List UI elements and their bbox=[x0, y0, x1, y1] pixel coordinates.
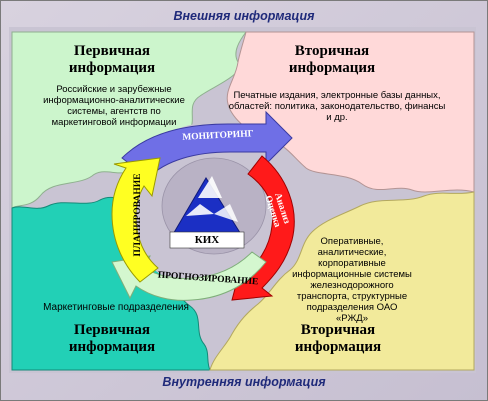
bottom-left-description: Маркетинговые подразделения bbox=[43, 302, 189, 313]
top-left-description: Российские и зарубежные информационно-ан… bbox=[43, 84, 185, 128]
forecasting-arrow bbox=[111, 251, 267, 301]
bottom-left-heading: Первичная информация bbox=[68, 322, 156, 355]
bottom-right-heading: Вторичная информация bbox=[294, 322, 382, 355]
center-label: КИХ bbox=[194, 234, 220, 246]
top-left-heading: Первичная информация bbox=[68, 43, 156, 76]
pyramid-facet-3 bbox=[214, 204, 238, 222]
top-right-heading: Вторичная информация bbox=[288, 43, 376, 76]
top-right-description: Печатные издания, электронные базы данны… bbox=[228, 90, 446, 123]
bottom-right-description: Оперативные, аналитические, корпоративны… bbox=[292, 236, 412, 324]
pyramid-facet-2 bbox=[186, 204, 214, 216]
pyramid-facet-1 bbox=[198, 176, 222, 198]
planning-label: ПЛАНИРОВАНИЕ bbox=[133, 173, 143, 257]
analysis-arrow bbox=[231, 155, 295, 301]
monitoring-arrow bbox=[121, 110, 293, 179]
quadrant-bottom-right-shape bbox=[209, 191, 475, 371]
internal-info-label: Внутренняя информация bbox=[162, 375, 326, 389]
pyramid-base bbox=[169, 231, 245, 249]
external-info-label: Внешняя информация bbox=[173, 9, 315, 23]
quadrant-top-right-shape bbox=[226, 31, 475, 193]
planning-arrow bbox=[111, 157, 161, 283]
